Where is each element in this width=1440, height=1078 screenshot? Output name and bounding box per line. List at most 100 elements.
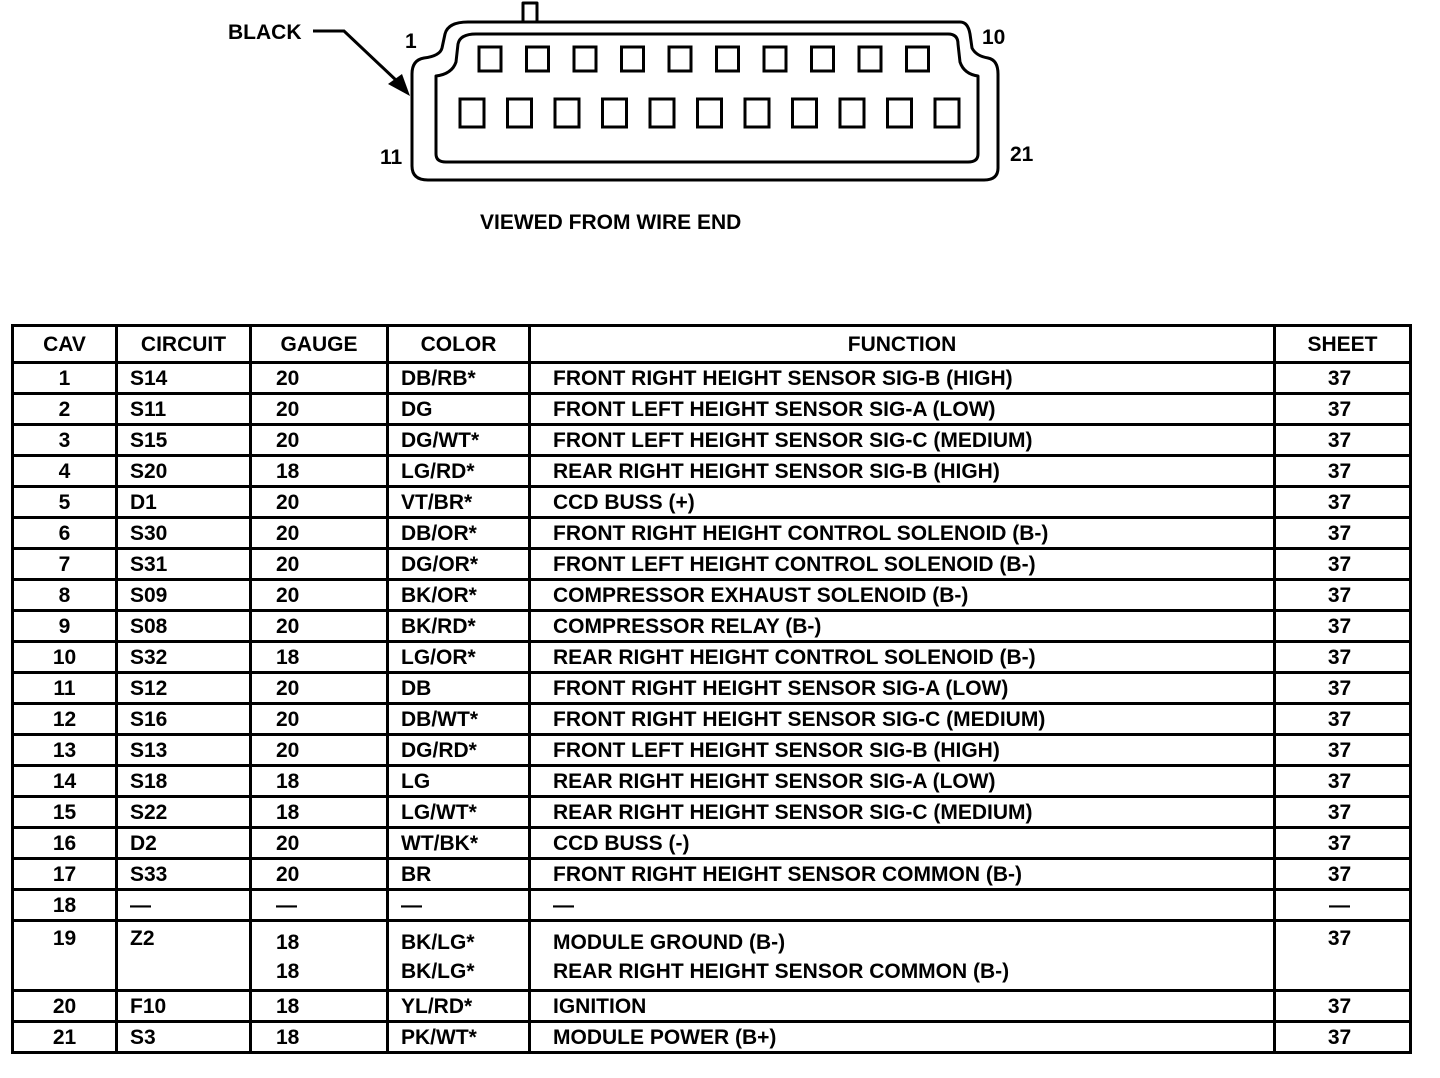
cell-sheet: 37 [1273, 764, 1412, 798]
cell-color: LG/OR* [386, 640, 531, 674]
cell-color: VT/BR* [386, 485, 531, 519]
cell-cav: 16 [11, 826, 118, 860]
cell-circuit: S08 [115, 609, 252, 643]
latch-tab [521, 1, 539, 22]
cell-circuit: S16 [115, 702, 252, 736]
cell-cav: 2 [11, 392, 118, 426]
cell-gauge: — [249, 888, 389, 922]
cell-sheet: 37 [1273, 671, 1412, 705]
cell-circuit: — [115, 888, 252, 922]
cell-cav: 3 [11, 423, 118, 457]
pin-label-10: 10 [982, 26, 1006, 49]
cell-color: DB [386, 671, 531, 705]
cavity-10 [905, 45, 930, 73]
cell-gauge: 18 [249, 640, 389, 674]
cell-gauge: 18 [249, 454, 389, 488]
cell-sheet: 37 [1273, 733, 1412, 767]
cell-sheet: 37 [1273, 454, 1412, 488]
cell-circuit: S3 [115, 1020, 252, 1054]
diagram-caption: VIEWED FROM WIRE END [480, 211, 742, 234]
wire-color-leader-arrow [313, 29, 400, 84]
cell-function: IGNITION [528, 989, 1276, 1023]
cell-function: REAR RIGHT HEIGHT SENSOR SIG-C (MEDIUM) [528, 795, 1276, 829]
cavity-18 [791, 97, 818, 129]
cell-color: BK/LG*BK/LG* [386, 919, 531, 992]
cell-circuit: S14 [115, 361, 252, 395]
cell-cav: 4 [11, 454, 118, 488]
cell-cav: 9 [11, 609, 118, 643]
cell-sheet: — [1273, 888, 1412, 922]
cell-function: REAR RIGHT HEIGHT SENSOR SIG-A (LOW) [528, 764, 1276, 798]
cell-circuit: S33 [115, 857, 252, 891]
cell-gauge-line: 18 [276, 931, 300, 954]
cell-cav: 5 [11, 485, 118, 519]
cell-function: FRONT RIGHT HEIGHT SENSOR SIG-A (LOW) [528, 671, 1276, 705]
cell-circuit: S09 [115, 578, 252, 612]
cell-gauge: 20 [249, 547, 389, 581]
cell-cav: 21 [11, 1020, 118, 1054]
cell-gauge: 20 [249, 671, 389, 705]
cell-color: BR [386, 857, 531, 891]
cell-function: FRONT RIGHT HEIGHT SENSOR SIG-B (HIGH) [528, 361, 1276, 395]
cell-sheet: 37 [1273, 423, 1412, 457]
cell-color: WT/BK* [386, 826, 531, 860]
pin-label-1: 1 [405, 30, 417, 53]
cavity-8 [810, 45, 835, 73]
header-function: FUNCTION [528, 324, 1276, 364]
cell-circuit: S20 [115, 454, 252, 488]
arrow-head [388, 74, 410, 96]
cell-sheet: 37 [1273, 516, 1412, 550]
cell-gauge: 20 [249, 702, 389, 736]
cavity-5 [667, 45, 693, 73]
cell-gauge: 18 [249, 1020, 389, 1054]
cell-circuit: S13 [115, 733, 252, 767]
cavity-7 [762, 45, 788, 73]
cell-circuit: D1 [115, 485, 252, 519]
table-row: 18————— [11, 888, 1412, 922]
cell-sheet: 37 [1273, 361, 1412, 395]
cell-gauge: 18 [249, 989, 389, 1023]
header-cav: CAV [11, 324, 118, 364]
cell-cav: 15 [11, 795, 118, 829]
cavity-20 [886, 97, 913, 129]
cell-color: LG [386, 764, 531, 798]
cell-color-line: BK/LG* [401, 960, 475, 983]
cell-function: REAR RIGHT HEIGHT SENSOR SIG-B (HIGH) [528, 454, 1276, 488]
cell-sheet: 37 [1273, 857, 1412, 891]
cell-cav: 13 [11, 733, 118, 767]
header-gauge: GAUGE [249, 324, 389, 364]
cell-sheet: 37 [1273, 919, 1412, 992]
cell-function: FRONT LEFT HEIGHT SENSOR SIG-C (MEDIUM) [528, 423, 1276, 457]
cell-function: CCD BUSS (-) [528, 826, 1276, 860]
cell-sheet: 37 [1273, 826, 1412, 860]
pin-label-11: 11 [380, 146, 403, 169]
cell-gauge: 20 [249, 826, 389, 860]
header-circuit: CIRCUIT [115, 324, 252, 364]
cell-color: BK/RD* [386, 609, 531, 643]
cell-function: COMPRESSOR RELAY (B-) [528, 609, 1276, 643]
cell-cav: 12 [11, 702, 118, 736]
cell-circuit: S31 [115, 547, 252, 581]
cell-circuit: S22 [115, 795, 252, 829]
cavity-15 [648, 97, 676, 129]
bottom-row-cavities [458, 97, 961, 129]
cell-sheet: 37 [1273, 392, 1412, 426]
cell-cav: 8 [11, 578, 118, 612]
cell-function: FRONT LEFT HEIGHT CONTROL SOLENOID (B-) [528, 547, 1276, 581]
cell-circuit: S12 [115, 671, 252, 705]
